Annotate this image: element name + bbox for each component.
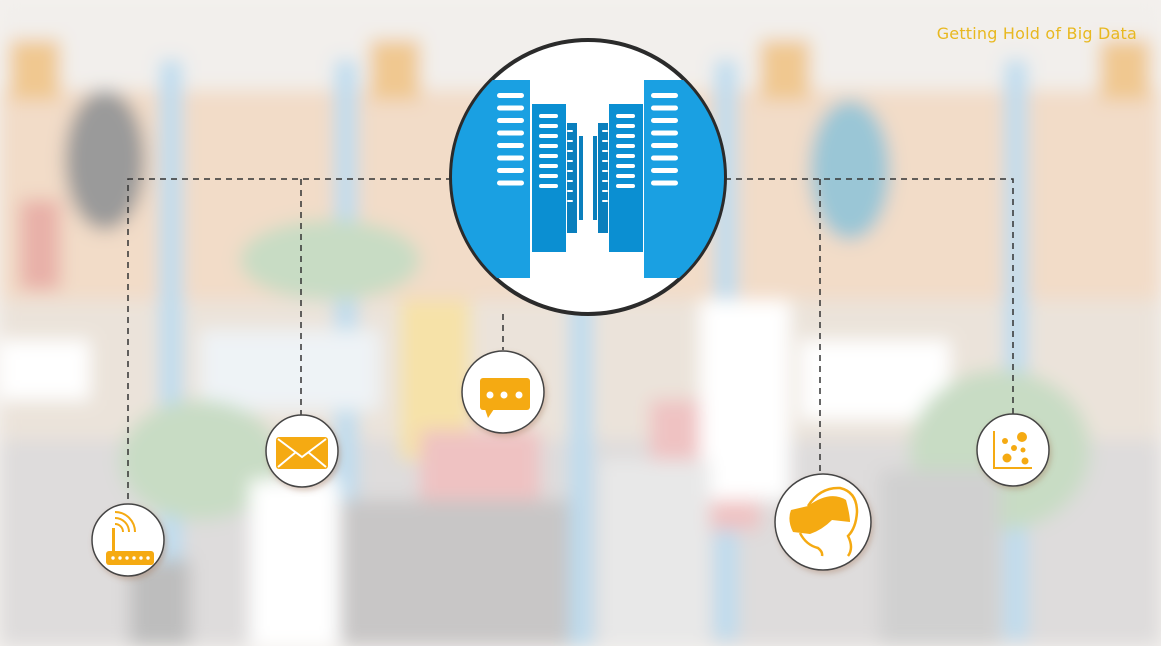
video-title: Getting Hold of Big Data [936,24,1137,43]
node-router[interactable] [91,503,165,577]
server-slot [651,118,678,123]
server-slot [539,144,558,148]
server-slot [616,184,635,188]
server-slot [616,164,635,168]
server-slot [497,155,524,161]
server-slot [651,143,678,148]
node-vr[interactable] [774,473,872,571]
server-slot [651,130,678,136]
server-slot [539,154,558,158]
server-slot [567,140,573,142]
server-slot [616,144,635,148]
server-slot [567,160,573,162]
node-mail[interactable] [265,414,339,488]
node-scatter[interactable] [976,413,1050,487]
vr-headset-icon [789,486,859,557]
server-slot [616,174,635,178]
server-slot [539,164,558,168]
server-slot [539,174,558,178]
server-slot [567,170,573,172]
server-slot [567,130,573,132]
server-slot [497,118,524,123]
server-slot [539,114,558,118]
server-slot [497,130,524,136]
server-slot [602,160,608,162]
server-slot [602,150,608,152]
server-slot [602,200,608,202]
server-slot [651,180,678,186]
server-slot [567,150,573,152]
server-slot [651,105,678,111]
server-slot [616,124,635,128]
server-slot [497,93,524,98]
server-slot [651,93,678,98]
chat-bubble-icon [480,378,530,418]
server-slot [602,130,608,132]
server-slot [497,180,524,186]
server-slot [616,154,635,158]
server-slot [497,168,524,173]
server-slot [539,134,558,138]
server-slot [651,155,678,161]
server-slot [602,170,608,172]
node-chat[interactable] [461,350,545,434]
server-slot [616,134,635,138]
server-hub[interactable] [440,38,744,316]
server-slot [616,114,635,118]
connector-router [127,178,452,504]
server-slot [651,168,678,173]
server-slot [602,180,608,182]
scatter-plot-icon [993,431,1032,469]
server-slot [602,190,608,192]
server-slot [567,180,573,182]
server-slot [567,190,573,192]
server-slot [539,184,558,188]
server-slot [497,143,524,148]
server-slot [602,140,608,142]
connector-vr [725,178,1014,414]
envelope-icon [276,437,328,469]
wifi-router-icon [106,511,154,565]
connector-lines [127,178,1014,504]
server-slot [567,200,573,202]
server-slot [539,124,558,128]
server-slot [497,105,524,111]
